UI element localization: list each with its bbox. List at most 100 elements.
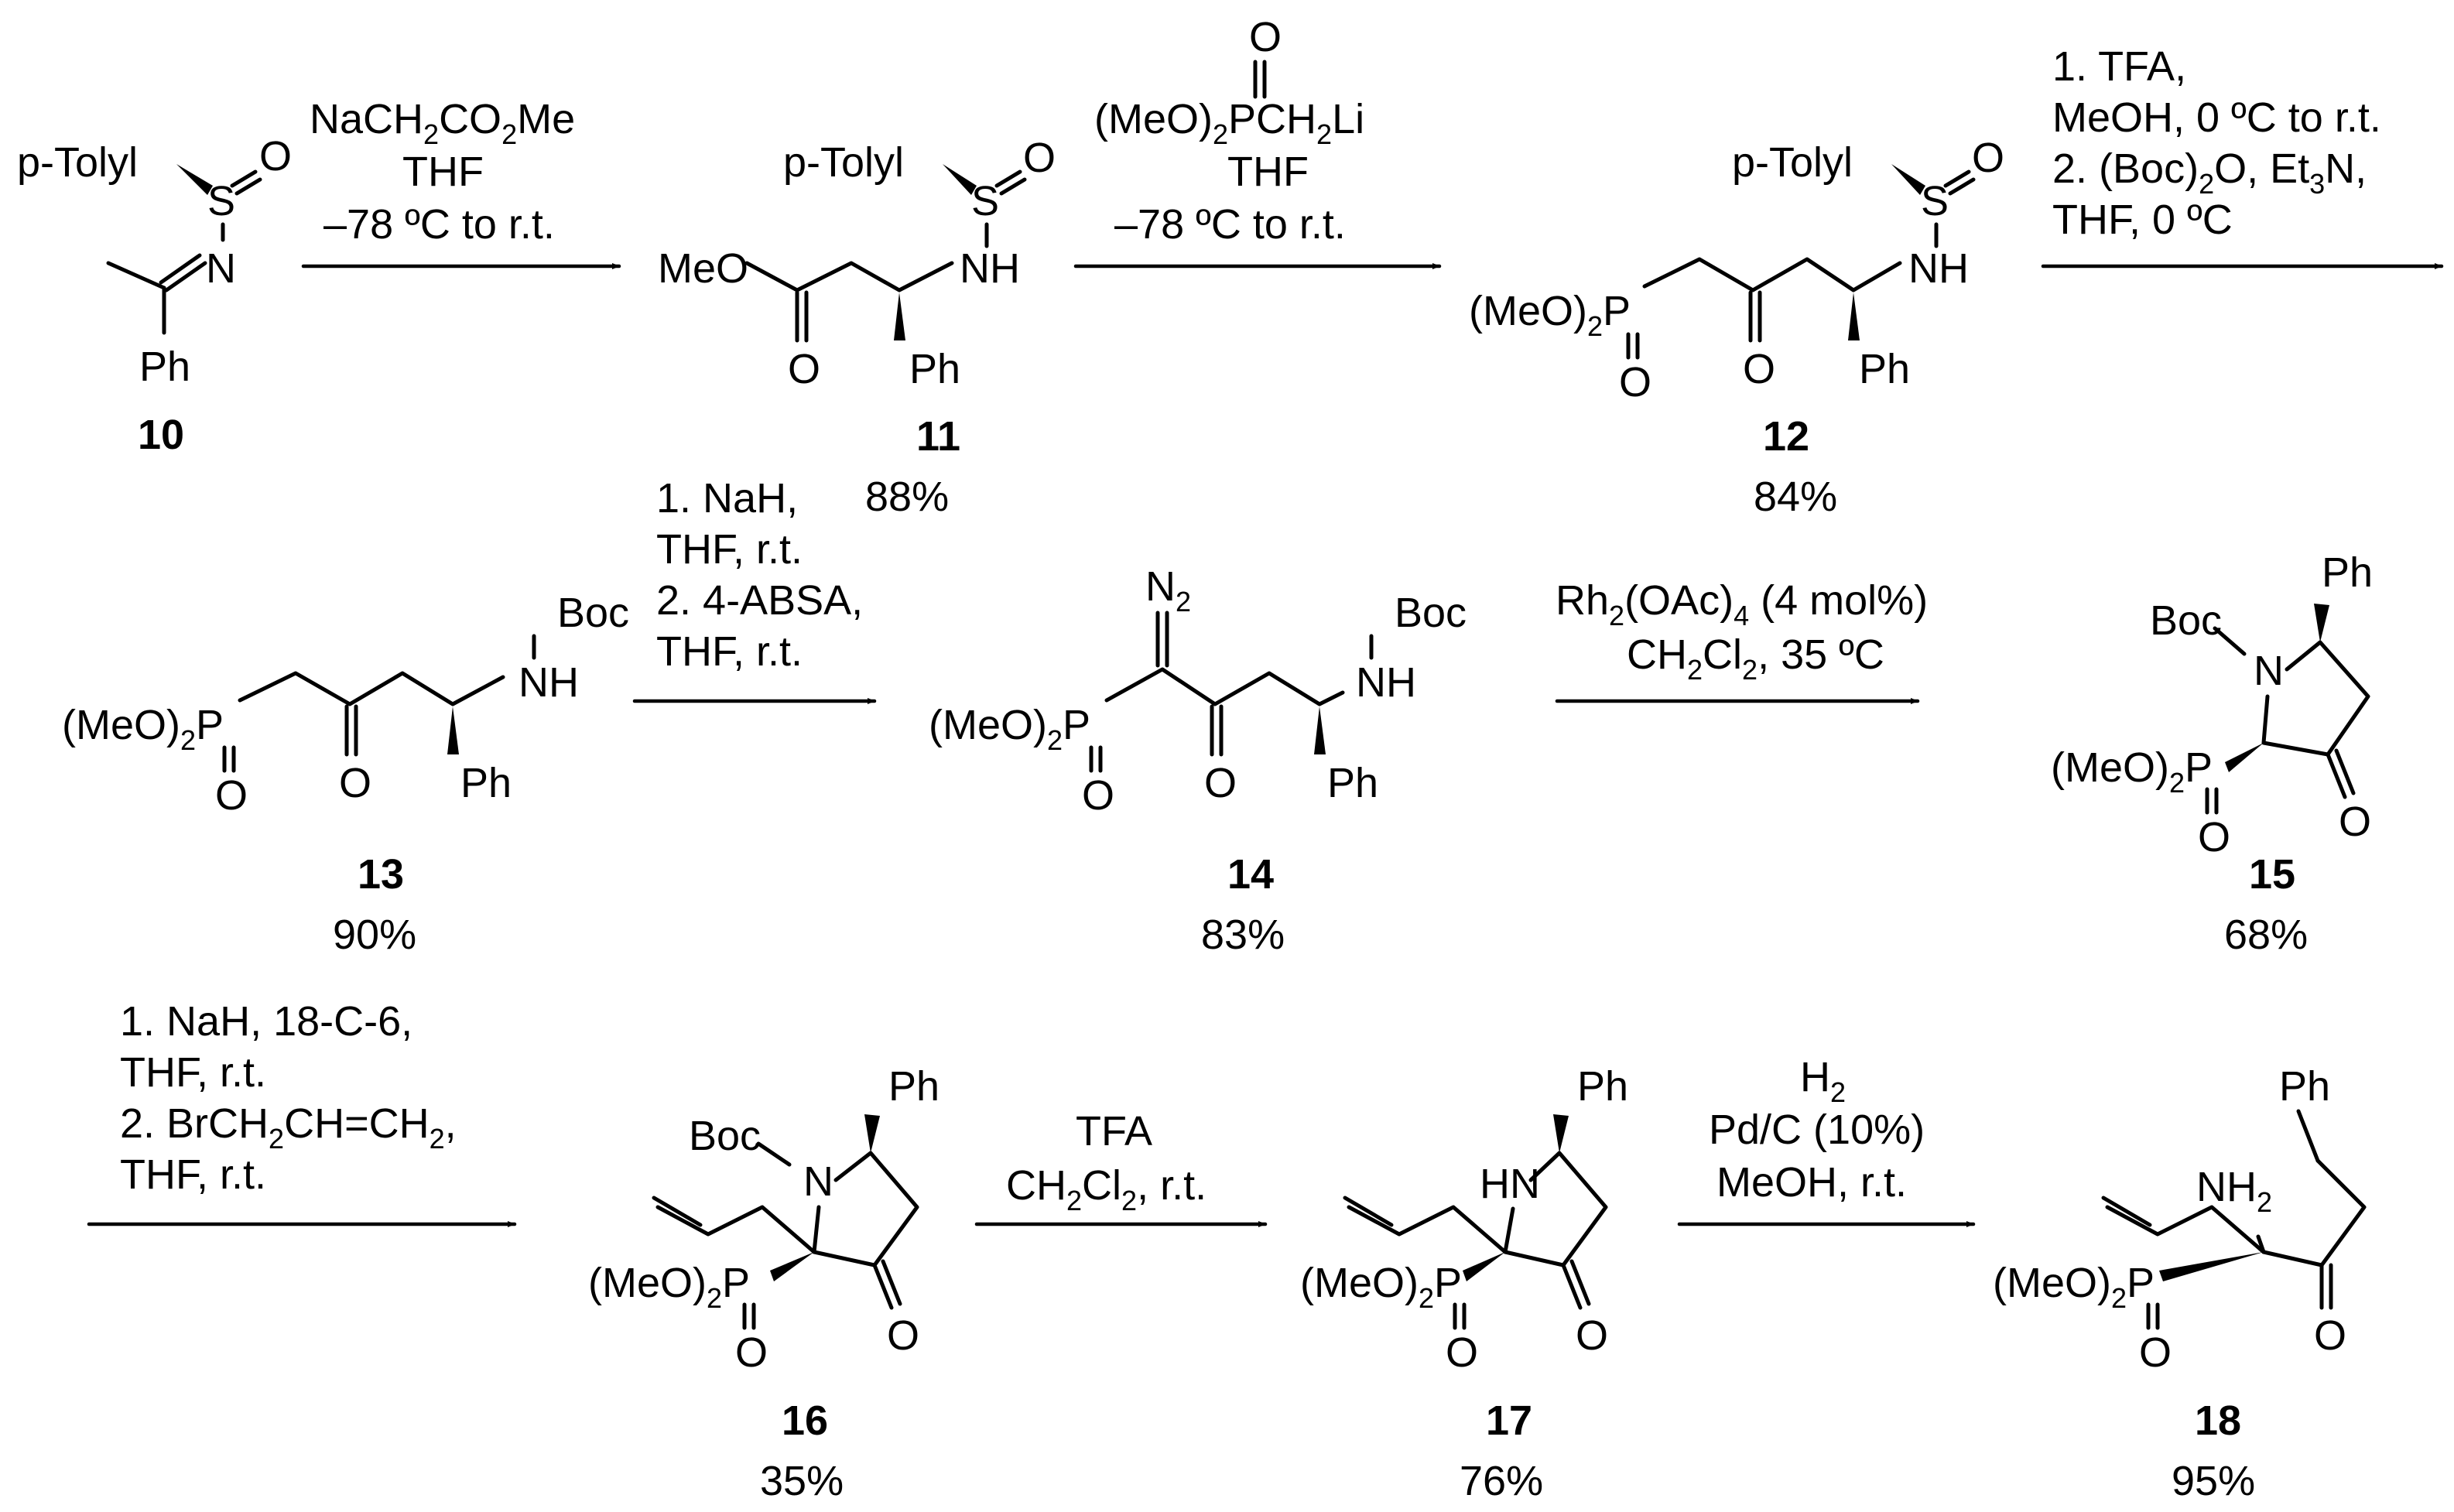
pyrrolidine-ring bbox=[1503, 1151, 1608, 1267]
ph-chain-bond bbox=[2296, 1109, 2320, 1163]
phenyl-label: Ph bbox=[1577, 1063, 1628, 1110]
phosphoryl-oxygen: O bbox=[2198, 814, 2230, 860]
phosphoryl-oxygen: O bbox=[1082, 772, 1114, 819]
s-o-double-bond bbox=[994, 169, 1022, 188]
carbon-chain bbox=[1104, 667, 1345, 706]
reagents-step-2: O (MeO)2PCH2Li THF –78 ºC to r.t. bbox=[1073, 14, 1442, 269]
c-n-double-bond-2 bbox=[159, 253, 202, 285]
phosphoryl-oxygen: O bbox=[2139, 1329, 2172, 1376]
wedge-bond bbox=[2314, 604, 2329, 642]
svg-text:2. (Boc)2O, Et3N,: 2. (Boc)2O, Et3N, bbox=[2052, 145, 2367, 200]
phosphoryl-oxygen: O bbox=[735, 1329, 768, 1376]
hn-label: HN bbox=[1480, 1161, 1540, 1207]
reagent-line: 1. TFA, bbox=[2052, 43, 2186, 90]
ketone-oxygen: O bbox=[339, 760, 371, 806]
ketone-oxygen: O bbox=[1743, 346, 1775, 392]
nh-label: NH bbox=[960, 245, 1020, 292]
c-n-double-bond bbox=[164, 261, 207, 292]
phosphoryl-oxygen: O bbox=[1619, 359, 1651, 405]
boc-n-bond bbox=[756, 1141, 792, 1167]
ketone-oxygen: O bbox=[2314, 1312, 2346, 1359]
reagent-line: MeOH, 0 ºC to r.t. bbox=[2052, 94, 2381, 141]
diazo-label: N bbox=[1145, 563, 1176, 610]
oxygen-label: O bbox=[1972, 135, 2004, 181]
phenyl-label: Ph bbox=[1859, 346, 1910, 392]
carbonyl-bond-2 bbox=[2334, 748, 2356, 795]
carbonyl-bond bbox=[1561, 1263, 1583, 1310]
reagent-text: (MeO) bbox=[1094, 96, 1213, 142]
reagents-step-1: NaCH2CO2Me THF –78 ºC to r.t. bbox=[301, 96, 621, 269]
pyrrolidine-ring bbox=[2261, 640, 2370, 757]
yield-label: 90% bbox=[333, 912, 416, 958]
s-o-double-bond bbox=[1943, 169, 1971, 188]
ptolyl-label: p-Tolyl bbox=[1732, 139, 1853, 186]
reagent-line: 2. (Boc) bbox=[2052, 145, 2199, 192]
svg-text:(MeO)2P: (MeO)2P bbox=[929, 702, 1090, 756]
compound-17: Ph HN (MeO)2P O O 17 76% bbox=[1300, 1063, 1628, 1504]
c-c-bond bbox=[2261, 1250, 2324, 1267]
nh-label: NH bbox=[1356, 659, 1416, 706]
reagent-line: Pd/C (10%) bbox=[1709, 1107, 1925, 1153]
svg-text:Rh2(OAc)4 (4 mol%): Rh2(OAc)4 (4 mol%) bbox=[1556, 577, 1928, 631]
nitrogen-label: N bbox=[206, 245, 236, 292]
compound-number: 17 bbox=[1486, 1397, 1532, 1444]
nh-label: NH bbox=[519, 659, 579, 706]
carbon-chain bbox=[238, 671, 505, 706]
compound-number: 12 bbox=[1763, 413, 1809, 460]
compound-16: Ph Boc N (MeO)2P O O 16 35% bbox=[588, 1063, 940, 1504]
reagent-line: THF, r.t. bbox=[656, 526, 803, 573]
svg-text:H2: H2 bbox=[1800, 1054, 1846, 1108]
oxygen-label: O bbox=[1023, 135, 1056, 181]
wedge-bond bbox=[864, 1114, 880, 1153]
reagent-line: THF, r.t. bbox=[656, 628, 803, 675]
reagent-text: NaCH bbox=[310, 96, 423, 142]
phenyl-label: Ph bbox=[888, 1063, 940, 1110]
ketone-oxygen: O bbox=[2339, 799, 2371, 845]
phosphonate-label: (MeO) bbox=[1469, 288, 1587, 334]
ketone-oxygen: O bbox=[1576, 1312, 1608, 1359]
compound-13: Boc NH (MeO)2P O O Ph 13 90% bbox=[62, 590, 629, 958]
svg-text:CH2Cl2, r.t.: CH2Cl2, r.t. bbox=[1006, 1162, 1206, 1216]
yield-label: 88% bbox=[865, 474, 949, 520]
yield-label: 68% bbox=[2224, 912, 2308, 958]
svg-text:NaCH2CO2Me: NaCH2CO2Me bbox=[310, 96, 575, 150]
compound-number: 13 bbox=[358, 851, 404, 898]
phenyl-label: Ph bbox=[1327, 760, 1378, 806]
ptolyl-label: p-Tolyl bbox=[17, 139, 138, 186]
nitrogen-label: N bbox=[2254, 648, 2284, 694]
carbon-chain bbox=[1642, 257, 1902, 292]
wedge-bond bbox=[1463, 1252, 1505, 1281]
phosphonate-label: (MeO) bbox=[588, 1260, 707, 1306]
reagent-line: Rh bbox=[1556, 577, 1609, 624]
wedge-bond bbox=[1891, 164, 1925, 195]
s-o-double-bond-2 bbox=[999, 177, 1027, 196]
yield-label: 95% bbox=[2172, 1458, 2255, 1504]
boc-label: Boc bbox=[1395, 590, 1467, 636]
yield-label: 76% bbox=[1460, 1458, 1543, 1504]
phenyl-label: Ph bbox=[139, 344, 190, 390]
phosphonate-label: (MeO) bbox=[1993, 1260, 2111, 1306]
wedge-bond bbox=[2159, 1252, 2264, 1281]
wedge-bond bbox=[1848, 292, 1860, 340]
carbonyl-bond bbox=[872, 1263, 894, 1310]
wedge-bond bbox=[1314, 706, 1326, 754]
ketone-oxygen: O bbox=[1204, 760, 1237, 806]
nitrogen-label: N bbox=[803, 1158, 833, 1205]
s-o-double-bond-2 bbox=[1948, 177, 1976, 196]
compound-10: p-Tolyl S O N Ph 10 bbox=[17, 133, 292, 458]
compound-11: p-Tolyl S O NH MeO O Ph 11 88% bbox=[658, 135, 1056, 520]
allyl-chain bbox=[1347, 1205, 1508, 1254]
compound-number: 15 bbox=[2249, 851, 2295, 898]
svg-text:(MeO)2P: (MeO)2P bbox=[62, 702, 224, 756]
oxygen-label: O bbox=[788, 346, 820, 392]
wedge-bond bbox=[176, 164, 213, 195]
allyl-chain bbox=[2105, 1205, 2266, 1254]
ketone-oxygen: O bbox=[887, 1312, 919, 1359]
reagents-step-7: TFA CH2Cl2, r.t. bbox=[974, 1108, 1268, 1227]
wedge-bond bbox=[2225, 743, 2264, 772]
svg-text:(MeO)2P: (MeO)2P bbox=[1469, 288, 1631, 342]
svg-text:NH2: NH2 bbox=[2196, 1164, 2272, 1218]
carbon-chain bbox=[744, 261, 954, 292]
reagent-line: 1. NaH, bbox=[656, 475, 798, 522]
carbonyl-bond-2 bbox=[881, 1259, 902, 1306]
